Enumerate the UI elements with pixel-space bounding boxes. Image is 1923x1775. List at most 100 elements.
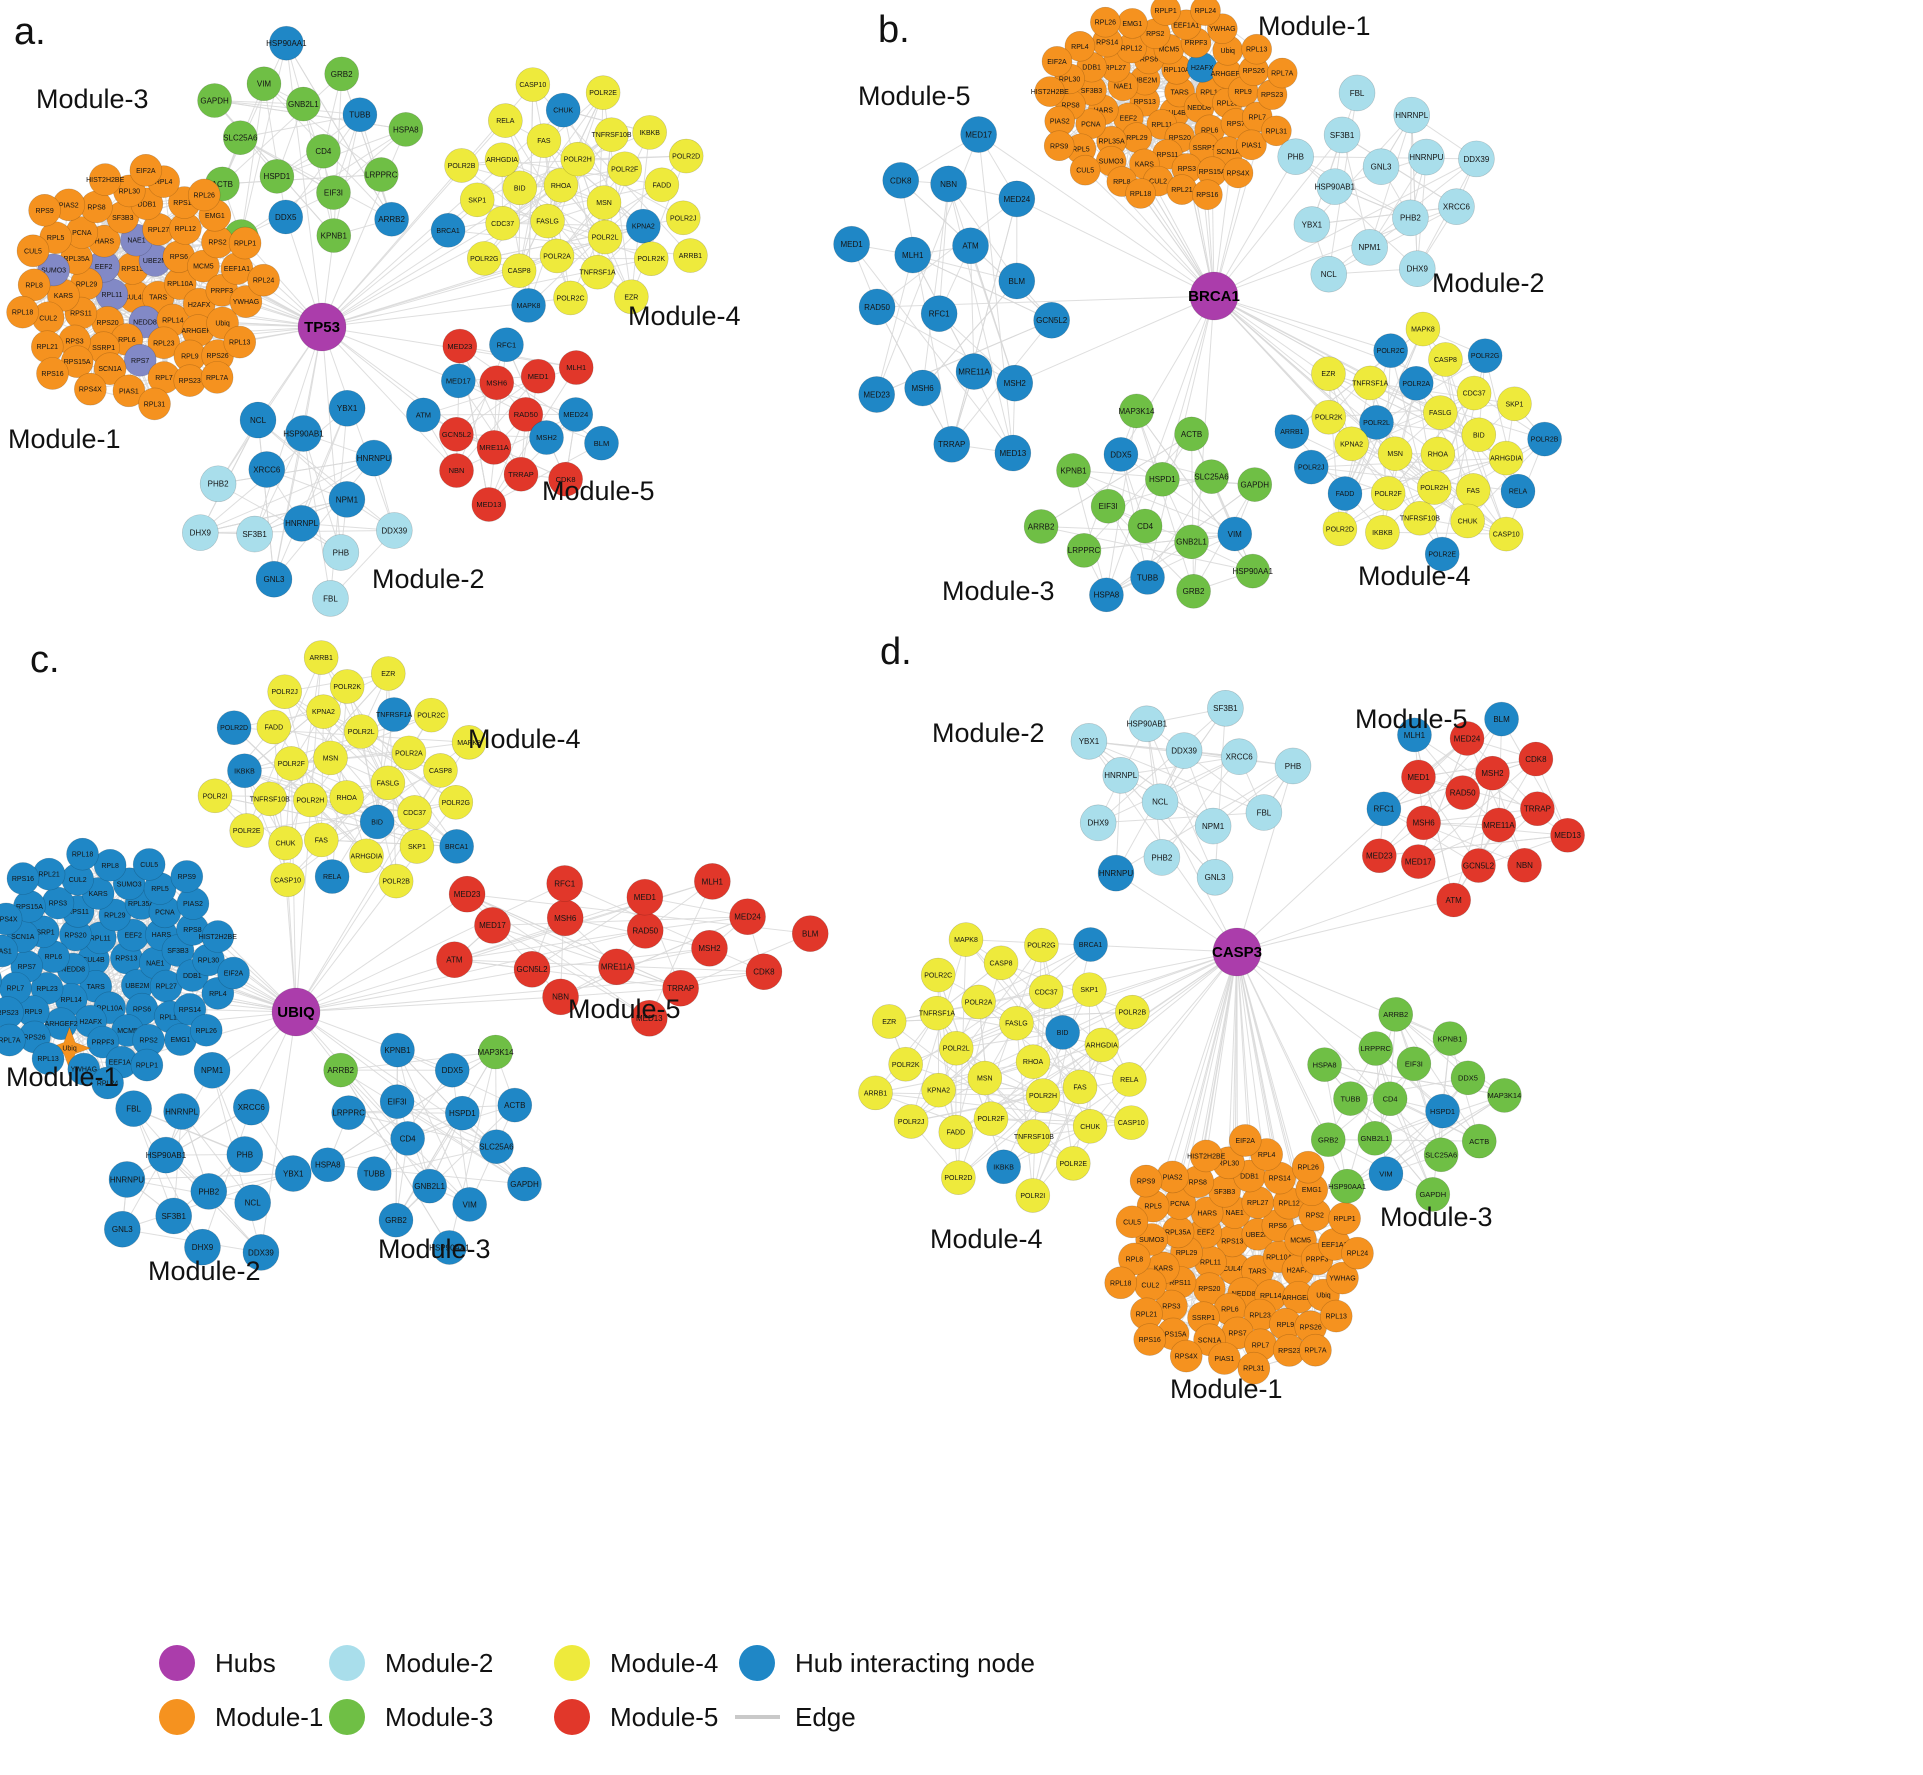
node-b-ACTB[interactable]: ACTB: [1174, 416, 1209, 452]
node-a-MED23[interactable]: MED23: [442, 328, 478, 364]
node-d-GNB2L1[interactable]: GNB2L1: [1357, 1120, 1393, 1156]
node-a-KPNA2[interactable]: KPNA2: [626, 208, 661, 244]
node-c-MLH1[interactable]: MLH1: [694, 863, 731, 900]
node-d-DDX39[interactable]: DDX39: [1165, 732, 1203, 769]
node-b-RPS4X[interactable]: RPS4X: [1222, 157, 1254, 189]
node-b-NBN[interactable]: NBN: [930, 165, 967, 203]
node-b-ATM[interactable]: ATM: [952, 227, 989, 265]
node-d-VIM[interactable]: VIM: [1368, 1156, 1404, 1191]
node-d-RAD50[interactable]: RAD50: [1445, 775, 1480, 810]
node-b-CDC37[interactable]: CDC37: [1456, 375, 1492, 411]
node-a-RPS16[interactable]: RPS16: [36, 357, 69, 390]
node-c-POLR2I[interactable]: POLR2I: [197, 778, 233, 814]
node-d-GCN5L2[interactable]: GCN5L2: [1461, 848, 1496, 883]
node-c-RHOA[interactable]: RHOA: [329, 780, 364, 815]
node-a-CDC37[interactable]: CDC37: [485, 205, 520, 241]
node-a-RPS23[interactable]: RPS23: [173, 364, 207, 397]
node-a-RFC1[interactable]: RFC1: [489, 327, 524, 363]
node-c-POLR2A[interactable]: POLR2A: [391, 735, 427, 771]
node-b-XRCC6[interactable]: XRCC6: [1438, 188, 1475, 225]
node-a-MSH2[interactable]: MSH2: [529, 420, 564, 455]
node-d-TNFRSF1A[interactable]: TNFRSF1A: [919, 995, 956, 1031]
node-b-RFC1[interactable]: RFC1: [920, 295, 958, 332]
node-d-MSN[interactable]: MSN: [967, 1060, 1003, 1096]
node-d-POLR2A[interactable]: POLR2A: [961, 984, 996, 1020]
node-a-HSPA8[interactable]: HSPA8: [388, 112, 424, 147]
node-d-IKBKB[interactable]: IKBKB: [986, 1149, 1021, 1185]
node-a-RELA[interactable]: RELA: [488, 103, 523, 138]
node-a-POLR2J[interactable]: POLR2J: [665, 200, 701, 236]
node-a-MSH6[interactable]: MSH6: [479, 365, 515, 401]
node-c-RPL18[interactable]: RPL18: [66, 837, 99, 871]
node-d-TUBB[interactable]: TUBB: [1333, 1081, 1368, 1116]
node-d-MSH2[interactable]: MSH2: [1475, 755, 1510, 791]
node-a-NCL[interactable]: NCL: [239, 401, 277, 439]
node-c-ARHGDIA[interactable]: ARHGDIA: [349, 838, 384, 874]
node-c-CUL5[interactable]: CUL5: [132, 848, 166, 881]
node-a-LRPPRC[interactable]: LRPPRC: [363, 157, 399, 192]
node-b-GAPDH[interactable]: GAPDH: [1237, 467, 1273, 502]
node-b-RPL18[interactable]: RPL18: [1125, 178, 1156, 209]
node-d-HSP90AA1[interactable]: HSP90AA1: [1328, 1168, 1366, 1204]
node-d-SKP1[interactable]: SKP1: [1072, 972, 1107, 1007]
hub-node-BRCA1[interactable]: BRCA1: [1188, 271, 1240, 321]
hub-node-TP53[interactable]: TP53: [297, 302, 347, 352]
node-c-RFC1[interactable]: RFC1: [546, 865, 583, 902]
node-c-BRCA1[interactable]: BRCA1: [439, 829, 474, 864]
node-b-TRRAP[interactable]: TRRAP: [933, 425, 971, 463]
node-d-RPLP1[interactable]: RPLP1: [1328, 1202, 1361, 1235]
node-b-VIM[interactable]: VIM: [1217, 516, 1253, 552]
node-b-ARRB1[interactable]: ARRB1: [1274, 414, 1310, 449]
hub-node-CASP3[interactable]: CASP3: [1212, 927, 1262, 977]
node-b-GNB2L1[interactable]: GNB2L1: [1174, 524, 1209, 560]
node-b-CASP8[interactable]: CASP8: [1428, 342, 1463, 377]
node-b-GCN5L2[interactable]: GCN5L2: [1033, 301, 1070, 339]
node-b-POLR2D[interactable]: POLR2D: [1322, 511, 1358, 547]
node-b-POLR2C[interactable]: POLR2C: [1373, 333, 1408, 368]
node-d-ACTB[interactable]: ACTB: [1461, 1123, 1497, 1159]
node-a-SLC25A6[interactable]: SLC25A6: [222, 120, 258, 155]
node-c-VIM[interactable]: VIM: [452, 1187, 487, 1222]
node-c-HNRNPU[interactable]: HNRNPU: [108, 1161, 146, 1198]
node-c-POLR2B[interactable]: POLR2B: [378, 863, 414, 899]
node-a-TUBB[interactable]: TUBB: [342, 97, 378, 133]
node-c-KPNA2[interactable]: KPNA2: [306, 694, 341, 729]
node-d-POLR2D[interactable]: POLR2D: [941, 1160, 976, 1195]
node-a-POLR2B[interactable]: POLR2B: [444, 148, 479, 183]
node-b-MSH2[interactable]: MSH2: [996, 364, 1034, 402]
node-b-TNFRSF10B[interactable]: TNFRSF10B: [1400, 500, 1440, 536]
node-b-LRPPRC[interactable]: LRPPRC: [1066, 533, 1102, 568]
node-d-CASP10[interactable]: CASP10: [1113, 1105, 1149, 1140]
node-c-ARRB1[interactable]: ARRB1: [303, 640, 339, 675]
node-d-RELA[interactable]: RELA: [1112, 1062, 1147, 1097]
node-c-PHB[interactable]: PHB: [226, 1136, 264, 1173]
node-c-RPL26[interactable]: RPL26: [189, 1013, 223, 1047]
node-c-ARRB2[interactable]: ARRB2: [323, 1052, 358, 1088]
node-a-GCN5L2[interactable]: GCN5L2: [439, 416, 474, 452]
node-d-CDC37[interactable]: CDC37: [1028, 974, 1064, 1010]
node-a-HNRNPU[interactable]: HNRNPU: [355, 439, 393, 477]
node-d-ATM[interactable]: ATM: [1436, 882, 1471, 918]
node-c-ACTB[interactable]: ACTB: [497, 1087, 533, 1123]
node-c-MED23[interactable]: MED23: [448, 875, 486, 913]
node-c-FBL[interactable]: FBL: [115, 1090, 152, 1127]
node-b-RPS16[interactable]: RPS16: [1192, 179, 1223, 210]
node-d-ARRB2[interactable]: ARRB2: [1378, 997, 1414, 1032]
node-a-RPL24[interactable]: RPL24: [247, 263, 280, 297]
node-a-CD4[interactable]: CD4: [306, 133, 341, 169]
node-d-CASP8[interactable]: CASP8: [983, 945, 1019, 981]
node-b-RHOA[interactable]: RHOA: [1420, 436, 1456, 472]
node-c-POLR2D[interactable]: POLR2D: [216, 710, 252, 746]
node-b-FADD[interactable]: FADD: [1327, 476, 1363, 511]
node-a-POLR2C[interactable]: POLR2C: [553, 280, 588, 316]
node-d-TRRAP[interactable]: TRRAP: [1520, 791, 1555, 827]
node-d-HNRNPU[interactable]: HNRNPU: [1097, 854, 1135, 892]
node-c-YBX1[interactable]: YBX1: [274, 1155, 312, 1192]
node-a-ARRB1[interactable]: ARRB1: [673, 238, 708, 273]
node-a-GNB2L1[interactable]: GNB2L1: [286, 86, 321, 122]
node-a-POLR2L[interactable]: POLR2L: [587, 219, 623, 255]
node-d-CHUK[interactable]: CHUK: [1072, 1108, 1108, 1144]
node-b-POLR2K[interactable]: POLR2K: [1311, 399, 1347, 435]
node-b-HSPD1[interactable]: HSPD1: [1145, 461, 1180, 497]
node-a-HSPD1[interactable]: HSPD1: [259, 159, 295, 194]
